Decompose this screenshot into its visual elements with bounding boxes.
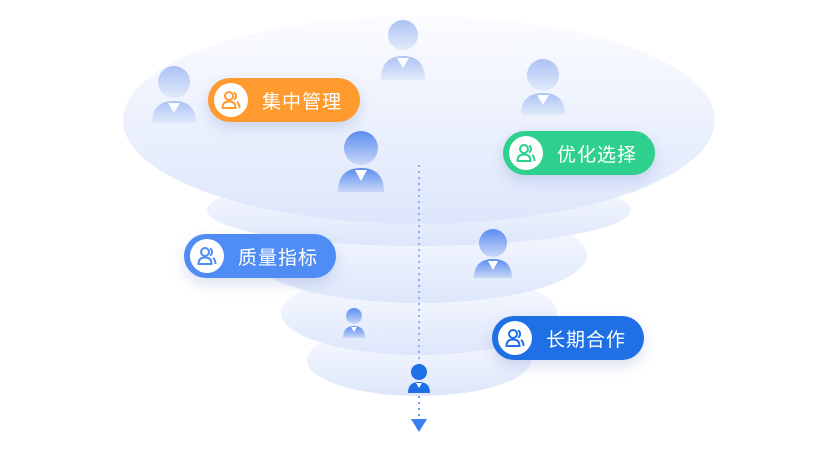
label-long-term-cooperation: 长期合作 bbox=[492, 316, 645, 360]
person-icon bbox=[381, 20, 425, 80]
label-text: 集中管理 bbox=[262, 90, 343, 113]
label-optimize-selection: 优化选择 bbox=[503, 131, 656, 175]
users-icon bbox=[509, 136, 543, 170]
down-arrow-icon bbox=[411, 419, 427, 432]
users-icon bbox=[214, 83, 248, 117]
person-icon bbox=[338, 131, 384, 192]
users-icon bbox=[190, 239, 224, 273]
person-icon bbox=[343, 308, 365, 338]
label-centralized-management: 集中管理 bbox=[208, 78, 361, 122]
person-icon bbox=[521, 59, 565, 115]
label-text: 优化选择 bbox=[557, 143, 638, 166]
label-quality-indicators: 质量指标 bbox=[184, 234, 337, 278]
person-icon bbox=[408, 364, 430, 393]
users-icon bbox=[498, 321, 532, 355]
person-icon bbox=[474, 229, 512, 278]
funnel-layer-1 bbox=[123, 16, 715, 224]
label-text: 长期合作 bbox=[546, 328, 627, 351]
person-icon bbox=[152, 66, 196, 123]
label-text: 质量指标 bbox=[238, 246, 319, 269]
